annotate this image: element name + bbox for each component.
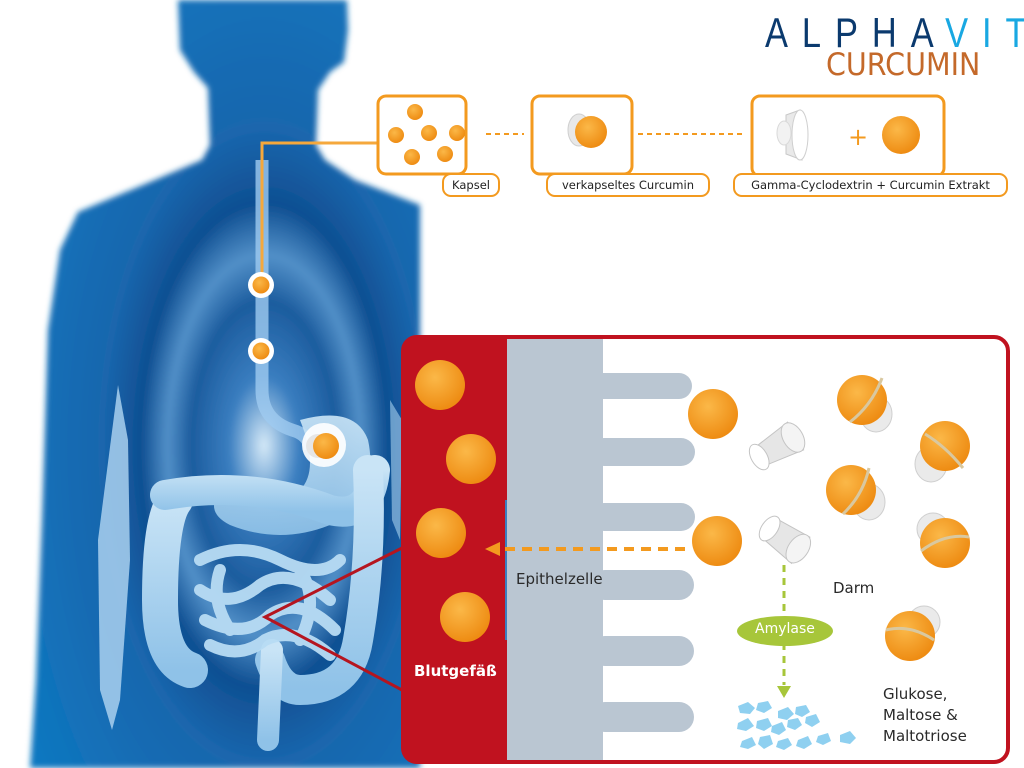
blood-vessel-label: Blutgefäß bbox=[414, 662, 497, 680]
blood-curcumin bbox=[415, 360, 496, 642]
sugar-crystals bbox=[737, 701, 856, 750]
brand-name-part1: ALPHA bbox=[765, 9, 946, 56]
intestine-label: Darm bbox=[833, 579, 875, 597]
products-label-line: Glukose, bbox=[883, 685, 948, 703]
complex bbox=[826, 465, 886, 521]
brand-logo: ALPHAVITA bbox=[765, 8, 1024, 58]
cyclodextrin-icon bbox=[776, 109, 809, 161]
zoom-pointer bbox=[261, 546, 403, 692]
esophagus-marker-1 bbox=[248, 272, 274, 298]
stomach-marker bbox=[302, 423, 346, 467]
enzyme-label: Amylase bbox=[755, 621, 815, 637]
complex bbox=[885, 605, 941, 661]
step-label-capsule: Kapsel bbox=[442, 173, 500, 197]
encapsulated-curcumin-icon bbox=[567, 113, 607, 148]
complex bbox=[916, 512, 970, 568]
empty-cyclodextrin bbox=[758, 515, 812, 565]
complex bbox=[837, 375, 893, 433]
esophagus-marker-2 bbox=[248, 338, 274, 364]
curcumin-extract-icon bbox=[882, 116, 920, 154]
complex bbox=[914, 421, 970, 483]
amylase-badge bbox=[737, 616, 833, 646]
connector-line bbox=[260, 141, 378, 278]
step-label-components: Gamma-Cyclodextrin + Curcumin Extrakt bbox=[733, 173, 1008, 197]
capsule-particles bbox=[388, 104, 465, 165]
epithelium bbox=[507, 339, 603, 760]
brand-name-part2: VITA bbox=[945, 9, 1024, 56]
epithelium-label: Epithelzelle bbox=[516, 570, 603, 588]
products-label-line: Maltotriose bbox=[883, 727, 967, 745]
empty-cyclodextrin bbox=[748, 421, 806, 471]
products-label: Glukose, Maltose & Maltotriose bbox=[883, 684, 967, 747]
plus-symbol: + bbox=[848, 123, 868, 151]
brand-product: CURCUMIN bbox=[826, 47, 981, 83]
villi bbox=[590, 373, 695, 732]
step-label-encapsulated: verkapseltes Curcumin bbox=[546, 173, 710, 197]
products-label-line: Maltose & bbox=[883, 706, 958, 724]
